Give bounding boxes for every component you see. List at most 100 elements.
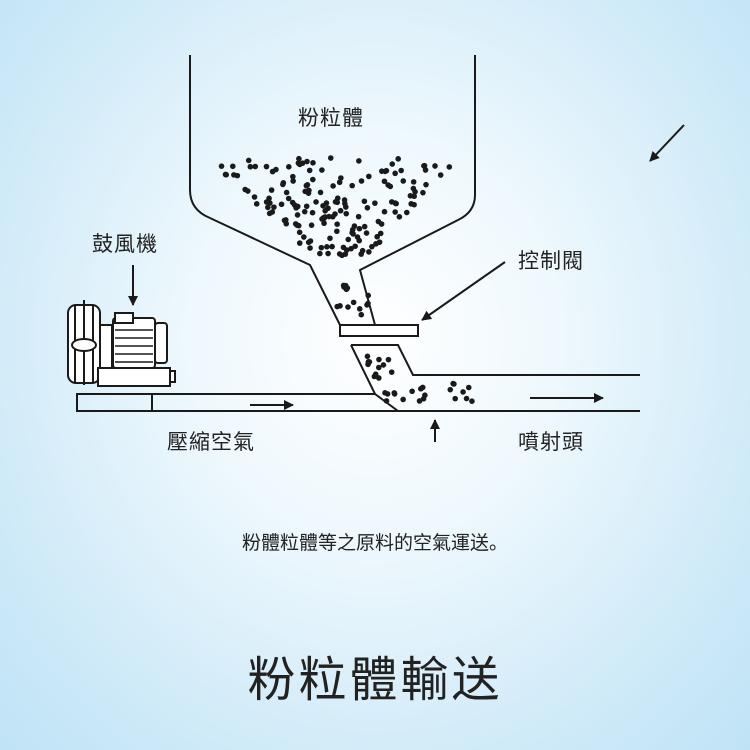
particle: [376, 356, 382, 363]
particle: [384, 391, 391, 397]
particle: [343, 210, 350, 217]
particle: [422, 167, 429, 173]
label-nozzle: 噴射頭: [518, 430, 584, 454]
particle: [252, 163, 259, 170]
particle: [325, 205, 331, 212]
particle: [336, 179, 343, 186]
particle: [345, 304, 351, 310]
particle: [365, 361, 371, 368]
particle: [409, 388, 415, 395]
particle: [372, 200, 378, 206]
particle: [358, 311, 365, 318]
blower-icon: [67, 300, 176, 387]
particle: [385, 356, 392, 363]
particle: [369, 243, 375, 250]
particle: [400, 178, 407, 184]
particle: [282, 217, 289, 223]
particle: [432, 163, 438, 169]
particle: [389, 161, 396, 167]
particle: [411, 201, 417, 208]
particle: [358, 178, 365, 184]
particle: [349, 182, 355, 189]
particle: [392, 170, 398, 177]
particle: [296, 229, 303, 236]
particle: [447, 386, 454, 393]
particle: [356, 225, 363, 232]
particle: [296, 155, 302, 162]
particle: [417, 386, 424, 392]
label-control-valve: 控制閥: [518, 249, 584, 273]
particle: [245, 188, 251, 194]
particle: [363, 230, 370, 236]
particle: [307, 238, 314, 244]
particle: [251, 194, 258, 200]
label-blower: 鼓風機: [92, 232, 158, 256]
particle: [308, 222, 315, 228]
particle: [310, 159, 316, 166]
particle: [296, 240, 303, 246]
particle: [380, 362, 387, 368]
particle: [253, 201, 260, 207]
particle: [364, 204, 371, 211]
control-valve-plate: [339, 324, 419, 337]
particle: [356, 158, 362, 164]
particle: [327, 155, 334, 161]
particle: [325, 250, 331, 257]
particle: [376, 239, 383, 245]
particle: [303, 203, 310, 210]
particle: [327, 235, 333, 242]
particle: [317, 189, 324, 196]
particle: [446, 164, 453, 170]
particle: [303, 182, 310, 189]
particle: [365, 292, 372, 299]
particle: [463, 395, 470, 402]
particle: [310, 176, 316, 183]
particle: [301, 208, 308, 215]
particle: [269, 209, 276, 215]
particle: [329, 243, 335, 250]
particle: [317, 250, 323, 257]
particle: [416, 398, 423, 404]
particle: [372, 371, 379, 377]
particle: [329, 213, 336, 220]
particle: [337, 207, 344, 214]
particle: [381, 208, 388, 215]
particle: [324, 244, 330, 250]
particle: [280, 179, 287, 186]
particle: [361, 198, 368, 205]
particle: [299, 160, 306, 166]
particle: [375, 218, 382, 225]
hopper: [189, 55, 476, 326]
powder-particles: [218, 155, 475, 404]
particle: [350, 299, 357, 306]
particle: [376, 364, 382, 371]
particle: [348, 245, 354, 252]
particle: [245, 157, 252, 164]
particle: [385, 182, 391, 188]
particle: [301, 234, 307, 240]
particle: [269, 168, 276, 175]
particle: [294, 203, 301, 210]
particle: [391, 390, 398, 396]
particle: [337, 303, 343, 309]
particle: [451, 381, 457, 387]
particle: [278, 201, 285, 208]
particle: [320, 203, 326, 209]
particle: [356, 237, 363, 244]
particle: [304, 158, 310, 165]
particle: [407, 192, 414, 199]
particle: [420, 189, 426, 196]
label-compressed-air: 壓縮空氣: [167, 430, 255, 454]
particle: [392, 200, 399, 206]
particle: [381, 178, 388, 185]
description: 粉體粒體等之原料的空氣運送。: [241, 532, 508, 554]
particle: [392, 209, 398, 215]
pipe-inlet: [76, 393, 153, 412]
particle: [465, 384, 472, 391]
particle: [421, 162, 428, 169]
particle: [395, 156, 401, 162]
particle: [403, 209, 410, 216]
particle: [374, 233, 380, 240]
particle: [338, 175, 344, 181]
